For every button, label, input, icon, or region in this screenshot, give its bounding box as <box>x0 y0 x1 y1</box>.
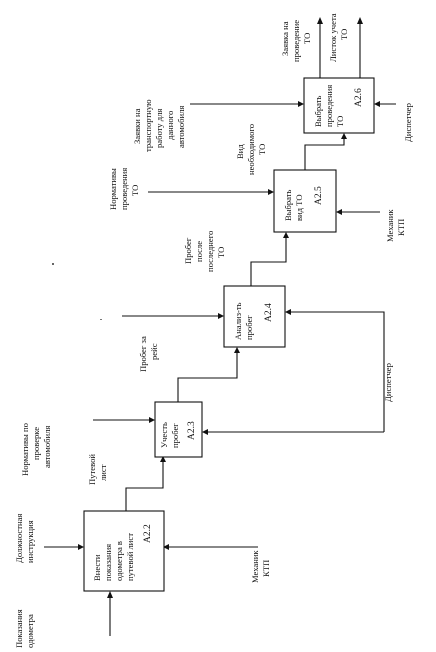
label-normcheck-line-1: Нормативы по <box>20 423 30 476</box>
label-mileage-line-1: Пробег <box>183 237 193 264</box>
block-a2-6-box[interactable] <box>303 77 375 134</box>
label-mileage-line-4: ТО <box>216 247 226 258</box>
label-mileage-line-2: после <box>194 241 204 262</box>
label-normcheck-line-2: проверке <box>31 427 41 460</box>
block-a2-3-line-2: пробег <box>170 423 180 448</box>
label-mechanic1-line-2: КТП <box>261 560 271 577</box>
label-sheet-out-line-2: ТО <box>339 29 349 40</box>
arrowhead-mileage <box>283 232 289 238</box>
label-request-out-line-2: проведение <box>291 20 301 62</box>
block-a2-5-box[interactable] <box>273 169 337 233</box>
label-instruction-line-1: Должностная <box>14 514 24 563</box>
label-instruction-line-2: инструкция <box>25 520 35 563</box>
block-a2-3-line-1: Учесть <box>159 422 169 448</box>
block-a2-5-code: A2.5 <box>314 186 324 205</box>
block-a2-2-box[interactable] <box>83 510 165 592</box>
arrow-labels: Показания одометра Должностная инструкци… <box>14 13 413 648</box>
block-a2-2-line-3: одометра в <box>114 541 124 581</box>
block-a2-2-code: A2.2 <box>143 524 153 543</box>
label-odometer-line-1: Показания <box>14 609 24 648</box>
arrowhead-instruction <box>78 544 84 550</box>
label-requests-line-2: транспортную <box>143 99 153 152</box>
block-a2-4[interactable]: Анализ-ть пробег A2.4 <box>223 285 286 348</box>
arrowhead-request-out <box>317 17 323 24</box>
block-a2-2-line-4: путевой лист <box>125 533 135 581</box>
block-a2-4-line-2: пробег <box>244 315 254 340</box>
arrows <box>44 17 396 636</box>
arrowhead-dispatcher1-a23 <box>202 429 208 435</box>
label-requests-line-5: автомобиля <box>176 106 186 148</box>
label-requests-line-3: работу для <box>154 109 164 148</box>
label-mechanic2-line-1: Механик <box>385 209 395 242</box>
label-dispatcher1: Диспетчер <box>383 363 393 402</box>
block-a2-3-box[interactable] <box>154 401 203 458</box>
block-a2-2-line-2: показания <box>103 544 113 581</box>
label-requests-line-4: данного <box>165 111 175 140</box>
arrowhead-trip <box>234 347 240 353</box>
arrowhead-type <box>341 133 347 139</box>
label-normmaint-line-2: проведения <box>119 168 129 210</box>
arrow-type-output <box>304 137 345 170</box>
label-waybill-line-1: Путевой <box>87 454 97 485</box>
arrow-mileage-output <box>250 236 287 286</box>
arrowhead-dispatcher1-a24 <box>285 309 291 315</box>
label-mechanic2-line-2: КТП <box>396 219 406 236</box>
label-normmaint-line-1: Нормативы <box>108 168 118 210</box>
label-normmaint-line-3: ТО <box>130 185 140 196</box>
label-mechanic1-line-1: Механик <box>250 550 260 583</box>
label-trip-line-2: рейс <box>149 343 159 360</box>
arrowhead-dispatcher2 <box>374 101 380 107</box>
arrowhead-sheet-out <box>357 17 363 24</box>
arrowhead-mechanic2 <box>336 209 342 215</box>
block-a2-6-code: A2.6 <box>354 88 364 107</box>
arrowhead-waybill <box>160 456 166 462</box>
block-a2-4-line-1: Анализ-ть <box>233 302 243 340</box>
label-odometer-line-2: одометра <box>25 614 35 648</box>
label-trip-line-1: Пробег за <box>138 336 148 372</box>
arrow-dispatcher1-branch <box>289 311 385 432</box>
block-a2-3-code: A2.3 <box>187 421 197 440</box>
block-a2-6-line-3: ТО <box>335 116 345 127</box>
arrowhead-a24-control <box>218 313 224 319</box>
block-a2-5-line-2: вид ТО <box>294 194 304 221</box>
arrowhead-odometer <box>107 591 113 598</box>
block-a2-2-line-1: Внести <box>92 554 102 581</box>
arrowhead-mechanic1 <box>163 544 169 550</box>
label-type-line-3: ТО <box>257 144 267 155</box>
block-a2-5[interactable]: Выбрать вид ТО A2.5 <box>273 169 337 233</box>
arrow-trip-output <box>177 351 238 402</box>
label-dispatcher2: Диспетчер <box>403 103 413 142</box>
block-a2-2[interactable]: Внести показания одометра в путевой лист… <box>83 510 165 592</box>
label-request-out-line-3: ТО <box>302 33 312 44</box>
arrowhead-normmaint <box>268 189 274 195</box>
label-type-line-2: необходимого <box>246 124 256 175</box>
scan-marks <box>52 263 102 320</box>
block-a2-4-box[interactable] <box>223 285 286 348</box>
block-a2-5-line-1: Выбрать <box>283 189 293 221</box>
block-a2-6[interactable]: Выбрать проведения ТО A2.6 <box>303 77 375 134</box>
label-waybill-line-2: лист <box>98 464 108 481</box>
label-mileage-line-3: последнего <box>205 231 215 272</box>
block-a2-4-code: A2.4 <box>264 303 274 322</box>
arrow-waybill-output <box>125 460 164 511</box>
label-request-out-line-1: Заявка на <box>280 21 290 56</box>
block-a2-6-line-1: Выбрать <box>313 95 323 127</box>
block-a2-6-line-2: проведения <box>324 85 334 127</box>
label-requests-line-1: Заявки на <box>132 108 142 144</box>
label-sheet-out-line-1: Листок учета <box>328 13 338 62</box>
block-a2-3[interactable]: Учесть пробег A2.3 <box>154 401 203 458</box>
label-normcheck-line-3: автомобиля <box>42 426 52 468</box>
arrowhead-requests <box>298 101 304 107</box>
label-type-line-1: Вид <box>235 144 245 159</box>
arrowhead-normcheck <box>149 417 155 423</box>
